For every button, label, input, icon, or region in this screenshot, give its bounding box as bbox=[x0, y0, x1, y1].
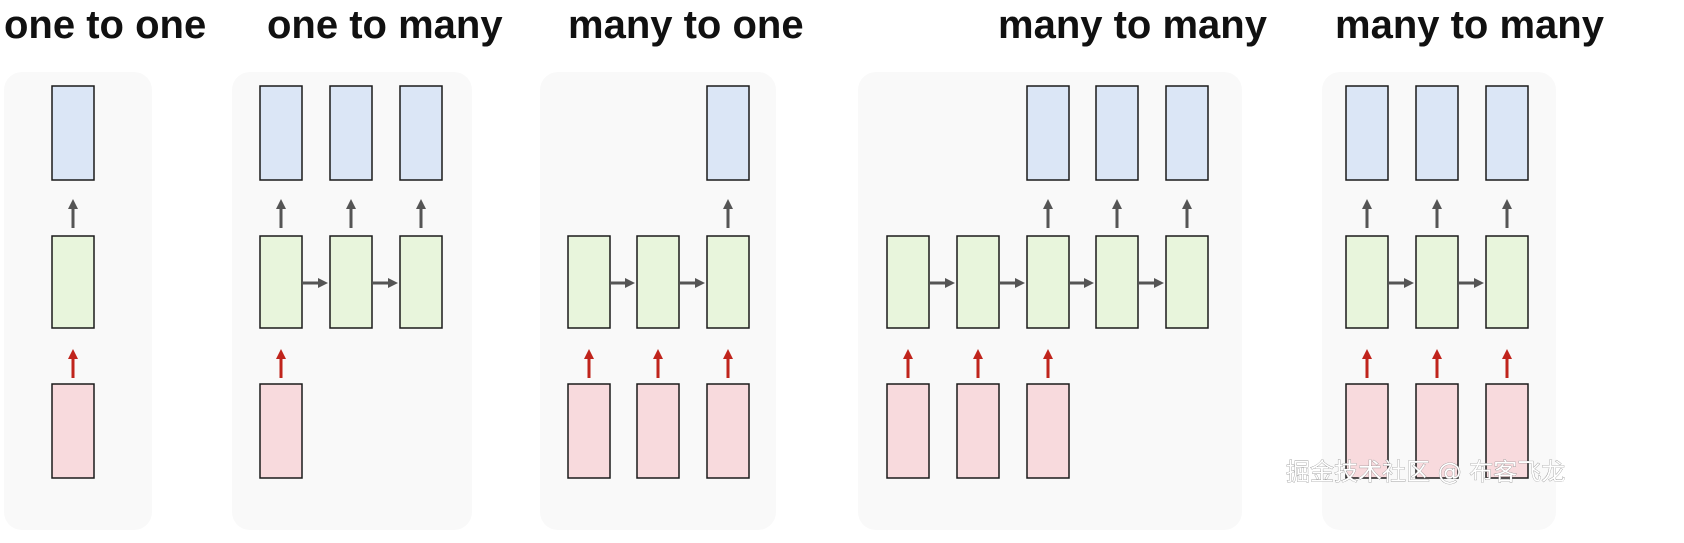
panel-title: many to many bbox=[1335, 3, 1605, 47]
output-box bbox=[1345, 85, 1389, 181]
hidden-box bbox=[1485, 235, 1529, 329]
output-box bbox=[399, 85, 443, 181]
input-box bbox=[636, 383, 680, 479]
panel-title: one to one bbox=[4, 3, 206, 47]
hidden-box bbox=[51, 235, 95, 329]
output-box bbox=[329, 85, 373, 181]
output-box bbox=[706, 85, 750, 181]
hidden-box bbox=[1095, 235, 1139, 329]
output-box bbox=[1095, 85, 1139, 181]
panel-many-to-many-synced: many to many bbox=[1322, 3, 1605, 530]
panel-title: many to one bbox=[568, 3, 804, 47]
output-box bbox=[51, 85, 95, 181]
panel-title: many to many bbox=[998, 3, 1268, 47]
input-box bbox=[1026, 383, 1070, 479]
output-box bbox=[1485, 85, 1529, 181]
hidden-box bbox=[1026, 235, 1070, 329]
hidden-box bbox=[1415, 235, 1459, 329]
input-box bbox=[956, 383, 1000, 479]
input-box bbox=[886, 383, 930, 479]
input-box bbox=[1415, 383, 1459, 479]
hidden-box bbox=[567, 235, 611, 329]
output-box bbox=[1026, 85, 1070, 181]
hidden-box bbox=[1165, 235, 1209, 329]
hidden-box bbox=[329, 235, 373, 329]
panel-one-to-one: one to one bbox=[4, 3, 206, 530]
hidden-box bbox=[399, 235, 443, 329]
hidden-box bbox=[706, 235, 750, 329]
panel-many-to-one: many to one bbox=[540, 3, 804, 530]
hidden-box bbox=[1345, 235, 1389, 329]
output-box bbox=[259, 85, 303, 181]
input-box bbox=[567, 383, 611, 479]
input-box bbox=[706, 383, 750, 479]
input-box bbox=[1485, 383, 1529, 479]
watermark: 掘金技术社区 @ 布客飞龙 bbox=[1286, 458, 1565, 486]
panel-one-to-many: one to many bbox=[232, 3, 503, 530]
output-box bbox=[1165, 85, 1209, 181]
input-box bbox=[51, 383, 95, 479]
hidden-box bbox=[259, 235, 303, 329]
input-box bbox=[259, 383, 303, 479]
panel-many-to-many-delayed: many to many bbox=[858, 3, 1268, 530]
output-box bbox=[1415, 85, 1459, 181]
hidden-box bbox=[886, 235, 930, 329]
panel-title: one to many bbox=[267, 3, 503, 47]
input-box bbox=[1345, 383, 1389, 479]
hidden-box bbox=[636, 235, 680, 329]
hidden-box bbox=[956, 235, 1000, 329]
